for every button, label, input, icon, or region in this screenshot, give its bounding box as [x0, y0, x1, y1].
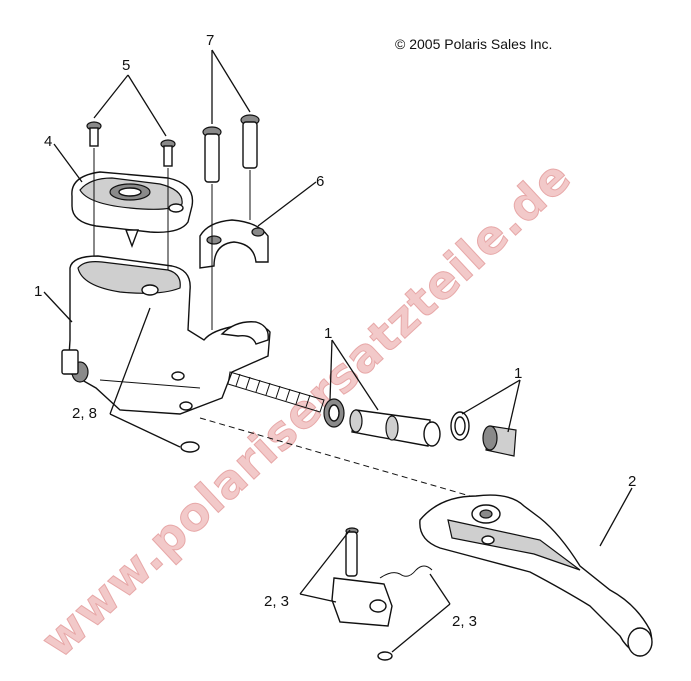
piston-spring — [227, 371, 325, 413]
return-spring — [379, 565, 433, 579]
brake-lever — [419, 494, 653, 657]
lever-adjuster — [331, 577, 393, 627]
leader-lines — [43, 49, 633, 653]
cap-screw-left — [86, 121, 102, 147]
copyright-notice: © 2005 Polaris Sales Inc. — [395, 36, 553, 52]
reservoir-cap — [71, 171, 194, 248]
callout-1-seal: 1 — [514, 365, 522, 382]
callout-7: 7 — [206, 32, 214, 49]
piston-seal-ring — [323, 398, 345, 428]
clamp-bolt-left — [202, 126, 222, 183]
o-ring — [180, 441, 200, 453]
callout-6: 6 — [316, 173, 324, 190]
callout-2-8: 2, 8 — [72, 405, 97, 422]
retaining-clip — [377, 651, 393, 661]
pivot-pin — [345, 527, 359, 577]
clamp-bolt-right — [240, 114, 260, 169]
guide-line — [93, 148, 251, 330]
master-cylinder-body — [61, 255, 271, 415]
piston-boot — [482, 425, 517, 457]
callout-4: 4 — [44, 133, 52, 150]
piston-washer — [450, 411, 470, 441]
piston — [349, 409, 441, 447]
handlebar-clamp — [199, 219, 269, 269]
callout-2-3-left: 2, 3 — [264, 593, 289, 610]
callout-1-piston: 1 — [324, 325, 332, 342]
callout-5: 5 — [122, 57, 130, 74]
callout-2-lever: 2 — [628, 473, 636, 490]
cap-screw-right — [160, 139, 176, 167]
callout-1-reservoir: 1 — [34, 283, 42, 300]
callout-2-3-right: 2, 3 — [452, 613, 477, 630]
assembly-axis — [199, 417, 471, 497]
